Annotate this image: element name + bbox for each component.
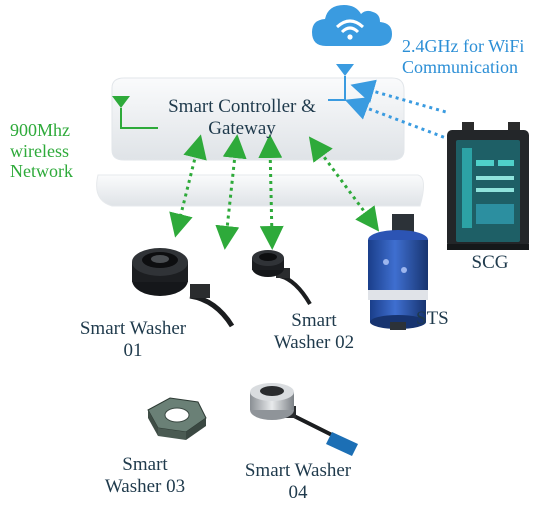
washer03-line1: Smart	[122, 454, 168, 475]
wireless-900-line2: wireless	[10, 140, 69, 161]
wifi-label: 2.4GHz for WiFi Communication	[402, 36, 524, 77]
washer01-line1: Smart Washer	[79, 318, 187, 339]
link-washer-02b	[258, 134, 284, 250]
smart-washer-03-label: Smart Washer 03	[92, 454, 198, 498]
sts-label: STS	[416, 308, 449, 329]
gateway-label-line2: Gateway	[208, 117, 276, 139]
link-sts	[308, 136, 380, 232]
washer02-line2: Washer 02	[273, 331, 355, 353]
smart-washer-01-device	[132, 248, 235, 328]
smart-washer-04-device	[250, 383, 358, 456]
washer02-line1: Smart	[291, 310, 337, 331]
wireless-links	[169, 134, 380, 250]
antenna-900mhz-icon	[112, 96, 158, 129]
link-washer-02a	[215, 134, 247, 250]
washer01-line2: 01	[123, 339, 143, 361]
wifi-cloud-icon	[312, 5, 392, 46]
washer04-line1: Smart Washer	[244, 460, 352, 481]
scg-device	[447, 122, 529, 250]
smart-washer-01-label: Smart Washer 01	[62, 318, 204, 362]
wireless-900-line1: 900Mhz	[10, 120, 70, 140]
wireless-900-label: 900Mhz wireless Network	[10, 120, 73, 182]
smart-washer-02-label: Smart Washer 02	[256, 310, 372, 354]
smart-washer-04-label: Smart Washer 04	[226, 460, 370, 504]
washer03-line2: Washer 03	[104, 475, 186, 497]
wifi-links	[344, 79, 447, 140]
gateway-label: Smart Controller & Gateway	[150, 96, 334, 140]
gateway-label-line1: Smart Controller &	[168, 96, 316, 117]
smart-washer-03-device	[147, 397, 207, 440]
wireless-900-line3: Network	[10, 161, 73, 182]
washer04-line2: 04	[288, 481, 308, 503]
sts-device	[368, 214, 428, 330]
smart-washer-02-device	[252, 250, 312, 306]
wifi-label-line1: 2.4GHz for WiFi	[402, 36, 525, 56]
wifi-label-line2: Communication	[402, 56, 518, 77]
scg-label: SCG	[471, 252, 509, 273]
